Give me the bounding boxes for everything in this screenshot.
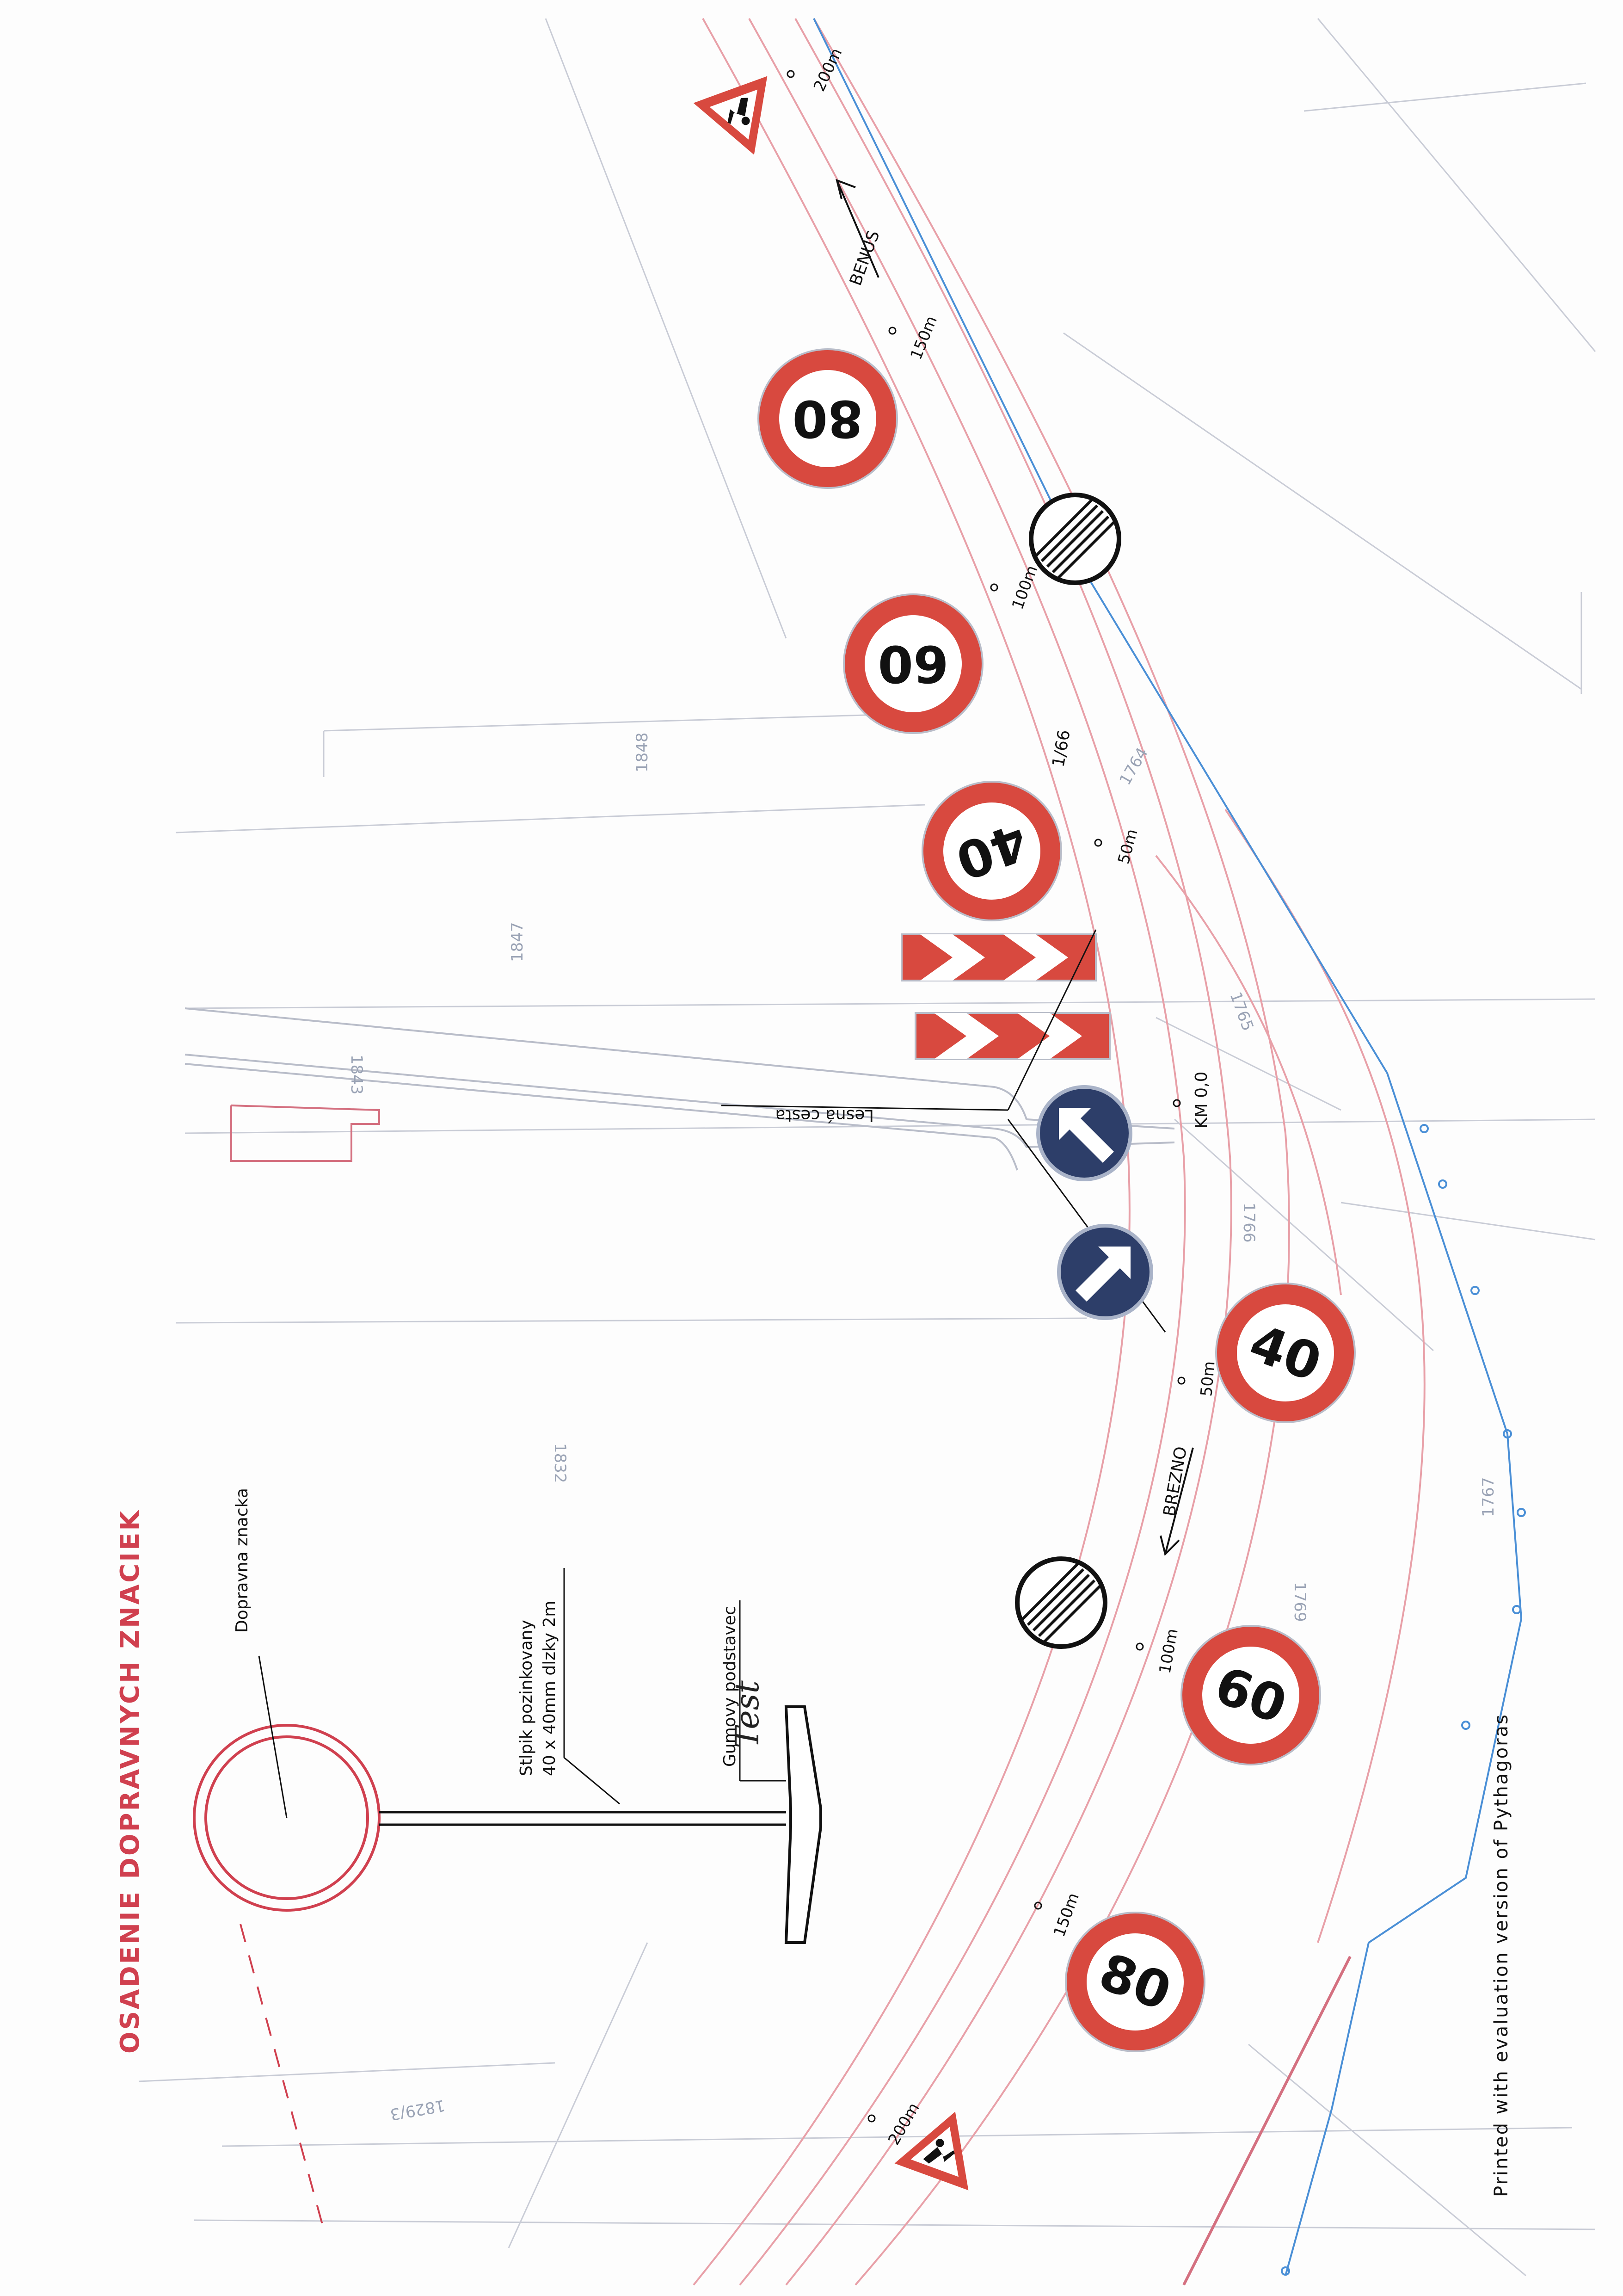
parcel-1765: 1765 — [1226, 989, 1257, 1033]
parcel-1848: 1848 — [633, 732, 652, 772]
parcel-1843: 1843 — [347, 1055, 366, 1095]
stream — [813, 18, 1526, 2276]
dist-north-200: 200m — [810, 45, 846, 94]
speed-sign-south-40: 40 — [1215, 1283, 1356, 1423]
main-road — [693, 18, 1426, 2286]
legend-sign-inner — [204, 1735, 369, 1900]
road-id-label: 1/66 — [1049, 728, 1074, 769]
parcel-1764: 1764 — [1116, 745, 1152, 789]
direction-south-label: BREZNO — [1160, 1445, 1191, 1518]
chevron-board-1 — [901, 933, 1097, 981]
legend-dashed-line — [240, 1924, 325, 2230]
dist-south-50: 50m — [1197, 1360, 1219, 1397]
dist-south-150: 150m — [1050, 1890, 1083, 1939]
parcel-boundaries — [138, 18, 1596, 2277]
speed-sign-south-80: 80 — [1065, 1912, 1205, 2052]
legend-detail: Dopravna znacka Stlpik pozinkovany 40 x … — [193, 1488, 822, 2230]
dist-south-200: 200m — [885, 2100, 923, 2148]
dist-south-100: 100m — [1156, 1627, 1181, 1675]
legend-base — [784, 1705, 822, 1944]
parcel-1766: 1766 — [1240, 1203, 1258, 1243]
keep-left-arrow-icon-2 — [1059, 1226, 1151, 1318]
boundary-red-line — [1182, 1956, 1352, 2286]
end-restrictions-icon-north — [1031, 495, 1119, 583]
speed-north-80-value: 80 — [792, 389, 863, 448]
legend-handwritten-note: Test — [728, 1680, 766, 1748]
legend-sign-outer — [193, 1724, 381, 1912]
chevron-board-2 — [915, 1012, 1111, 1060]
parcel-1767: 1767 — [1479, 1477, 1498, 1517]
speed-sign-south-60: 60 — [1180, 1625, 1321, 1765]
parcel-1832: 1832 — [551, 1443, 569, 1483]
dist-north-100: 100m — [1008, 563, 1041, 612]
speed-sign-north-80: 80 — [757, 348, 898, 489]
parcel-1847: 1847 — [508, 922, 527, 962]
page-title: OSADENIE DOPRAVNYCH ZNACIEK — [115, 1509, 145, 2054]
side-road-label: Lesná cesta — [775, 1106, 874, 1125]
end-restrictions-icon-south — [1017, 1559, 1105, 1647]
dist-north-50: 50m — [1114, 827, 1141, 866]
legend-post-line2: 40 x 40mm dlzky 2m — [540, 1601, 559, 1776]
legend-post-line1: Stlpik pozinkovany — [517, 1620, 536, 1776]
speed-sign-north-40: 40 — [922, 781, 1062, 921]
km-label: KM 0,0 — [1192, 1072, 1211, 1129]
legend-sign-label: Dopravna znacka — [233, 1488, 252, 1633]
legend-base-label: Gumovy podstavec — [720, 1606, 739, 1767]
parcel-1829-3: 1829/3 — [389, 2096, 447, 2123]
speed-north-60-value: 60 — [878, 634, 948, 693]
parcel-1769: 1769 — [1291, 1582, 1309, 1622]
board-leader — [1007, 929, 1097, 1111]
keep-left-arrow-icon-1 — [1038, 1087, 1131, 1179]
footer-note: Printed with evaluation version of Pytha… — [1491, 1713, 1512, 2197]
speed-sign-north-60: 60 — [843, 593, 984, 734]
building-outline — [230, 1105, 380, 1162]
